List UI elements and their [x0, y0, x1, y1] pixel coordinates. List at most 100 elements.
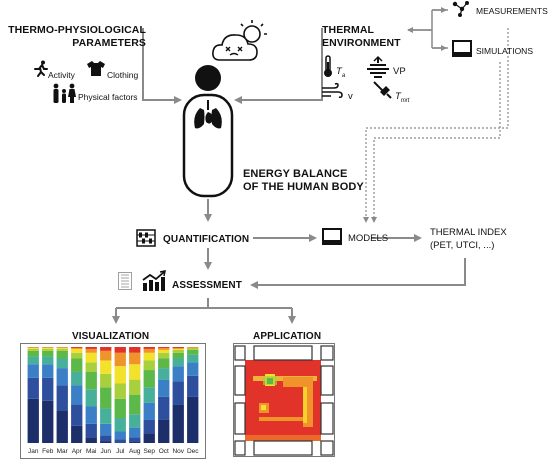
- measurements-label: MEASUREMENTS: [476, 6, 548, 16]
- bar-segment-oct-7: [158, 347, 170, 350]
- bar-segment-aug-5: [129, 379, 141, 395]
- computer-icon: [452, 40, 472, 57]
- bar-segment-apr-4: [71, 358, 83, 372]
- thermo-title-line2: PARAMETERS: [72, 37, 146, 49]
- bar-segment-jan-5: [27, 348, 39, 351]
- tmrt-sub: mrt: [400, 97, 410, 104]
- bar-segment-nov-2: [172, 366, 184, 382]
- bar-segment-dec-4: [187, 349, 199, 355]
- mean-radiant-temperature-label: Tmrt: [395, 91, 409, 104]
- x-tick-mai: Mai: [86, 448, 96, 455]
- quantification-label: QUANTIFICATION: [163, 234, 250, 245]
- x-tick-mar: Mar: [57, 448, 69, 455]
- wind-icon: [322, 82, 343, 99]
- bar-segment-oct-0: [158, 419, 170, 443]
- bar-segment-mar-5: [56, 348, 68, 351]
- bar-segment-mar-1: [56, 385, 68, 411]
- bar-segment-oct-8: [158, 347, 170, 348]
- bar-segment-jul-1: [114, 439, 126, 443]
- bar-segment-nov-6: [172, 348, 184, 350]
- bar-segment-jul-2: [114, 431, 126, 440]
- bar-segment-aug-3: [129, 414, 141, 428]
- bar-segment-mar-7: [56, 347, 68, 348]
- bar-segment-oct-3: [158, 368, 170, 380]
- wind-speed-label: v: [348, 91, 353, 102]
- bar-segment-dec-1: [187, 375, 199, 397]
- bar-segment-sep-0: [143, 433, 155, 443]
- bar-segment-sep-4: [143, 370, 155, 388]
- thermal-index-label: THERMAL INDEX: [430, 227, 507, 238]
- thermal-index-examples: (PET, UTCI, ...): [430, 240, 495, 251]
- bar-segment-feb-5: [42, 348, 54, 351]
- bar-segment-aug-6: [129, 364, 141, 380]
- bar-segment-apr-2: [71, 385, 83, 405]
- bar-segment-jul-4: [114, 398, 126, 419]
- energy-balance-title: ENERGY BALANCE OF THE HUMAN BODY: [243, 168, 364, 194]
- thermal-index-block: THERMAL INDEX (PET, UTCI, ...): [430, 226, 507, 252]
- energy-line1: ENERGY BALANCE: [243, 168, 348, 180]
- bar-segment-dec-7: [187, 347, 199, 348]
- bar-segment-jun-3: [100, 408, 112, 424]
- bar-segment-jun-6: [100, 360, 112, 374]
- bar-segment-mai-5: [85, 362, 97, 372]
- x-tick-jul: Jul: [116, 448, 125, 455]
- bar-segment-mai-4: [85, 371, 97, 390]
- x-tick-nov: Nov: [172, 448, 184, 455]
- bar-segment-feb-7: [42, 347, 54, 348]
- measurement-network-icon: [452, 1, 469, 17]
- vapour-pressure-label: VP: [393, 66, 406, 77]
- x-tick-feb: Feb: [42, 448, 54, 455]
- shirt-icon: [87, 61, 105, 76]
- arrow-sources-to-environment: [408, 9, 448, 49]
- bar-segment-jan-3: [27, 356, 39, 365]
- bar-segment-apr-3: [71, 371, 83, 386]
- bar-segment-jan-7: [27, 347, 39, 348]
- bar-segment-feb-2: [42, 364, 54, 378]
- bar-segment-jun-0: [100, 441, 112, 443]
- dotted-measurements-to-models: [363, 28, 509, 223]
- bar-segment-jul-7: [114, 352, 126, 367]
- assessment-label: ASSESSMENT: [172, 280, 242, 291]
- bar-segment-jun-2: [100, 423, 112, 436]
- chart-bars: [27, 347, 199, 443]
- bar-segment-sep-5: [143, 360, 155, 371]
- bar-segment-jun-1: [100, 435, 112, 442]
- environment-title-line1: THERMAL: [322, 24, 375, 36]
- bar-segment-feb-6: [42, 347, 54, 349]
- visualization-title: VISUALIZATION: [72, 331, 150, 342]
- bar-segment-jul-6: [114, 366, 126, 384]
- bar-segment-mai-2: [85, 406, 97, 424]
- bar-segment-nov-5: [172, 349, 184, 353]
- arrow-environment-to-body: [234, 28, 323, 104]
- x-tick-sep: Sep: [143, 448, 155, 455]
- bar-segment-nov-7: [172, 347, 184, 349]
- clothing-label: Clothing: [107, 70, 139, 80]
- bar-segment-mar-4: [56, 350, 68, 359]
- bar-segment-apr-7: [71, 347, 83, 349]
- bar-segment-jan-1: [27, 377, 39, 399]
- bar-segment-aug-2: [129, 427, 141, 438]
- bar-segment-dec-0: [187, 396, 199, 443]
- bar-segment-aug-4: [129, 395, 141, 415]
- bar-segment-oct-2: [158, 379, 170, 397]
- bar-segment-apr-8: [71, 347, 83, 348]
- bar-segment-sep-8: [143, 347, 155, 349]
- bar-segment-aug-8: [129, 347, 141, 353]
- thermo-title: THERMO-PHYSIOLOGICAL PARAMETERS: [6, 24, 146, 50]
- bar-segment-oct-5: [158, 352, 170, 359]
- bar-segment-jan-0: [27, 398, 39, 443]
- bar-segment-sep-2: [143, 402, 155, 420]
- bar-segment-dec-2: [187, 362, 199, 376]
- bar-segment-jun-5: [100, 373, 112, 388]
- x-tick-jun: Jun: [101, 448, 112, 455]
- bar-segment-jun-7: [100, 350, 112, 361]
- bar-segment-oct-6: [158, 349, 170, 353]
- x-tick-oct: Oct: [159, 448, 169, 455]
- bar-segment-nov-3: [172, 358, 184, 367]
- bar-segment-sep-6: [143, 352, 155, 361]
- family-icon: [53, 83, 76, 103]
- bar-segment-mar-0: [56, 410, 68, 443]
- bar-segment-jun-4: [100, 387, 112, 409]
